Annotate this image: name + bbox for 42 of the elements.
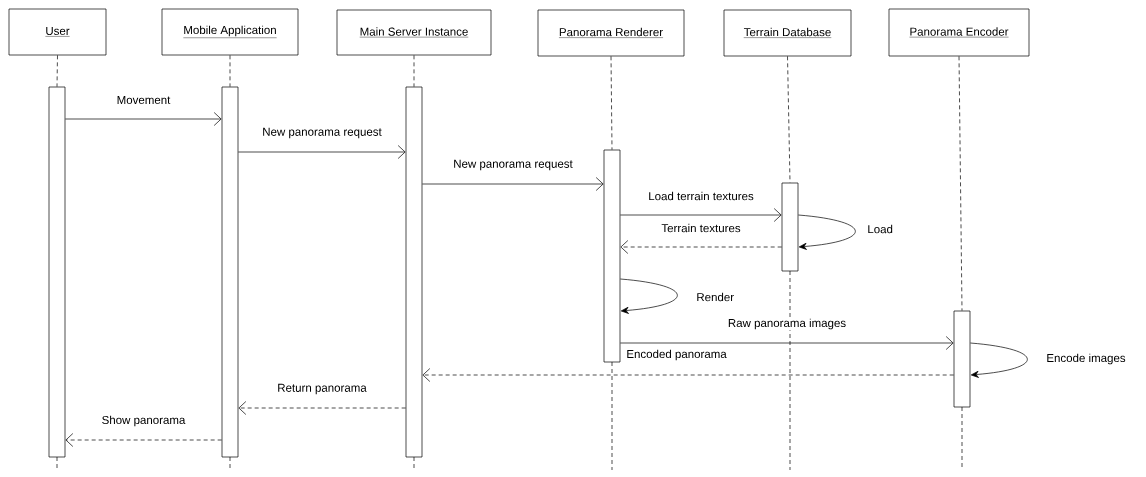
activation-bar <box>221 86 239 458</box>
message-arrow <box>620 208 782 222</box>
lifeline <box>413 55 415 87</box>
participant-box: Panorama Renderer <box>537 9 685 57</box>
self-message-arrow <box>620 278 678 314</box>
message-label: Encoded panorama <box>625 348 728 362</box>
message-label: Return panorama <box>276 382 368 396</box>
message-label: Terrain textures <box>660 222 742 234</box>
message-arrow <box>238 145 406 159</box>
lifeline <box>958 56 963 311</box>
message-label: Raw panorama images <box>726 317 848 331</box>
lifeline <box>610 56 613 150</box>
activation-bar <box>405 86 423 458</box>
message-label: New panorama request <box>452 158 574 172</box>
activation-bar <box>603 149 621 363</box>
message-label: Encode images <box>1045 352 1127 366</box>
message-label: Load terrain textures <box>647 190 755 202</box>
participant-box: User <box>8 8 107 56</box>
participant-box: Main Server Instance <box>336 9 492 56</box>
message-arrow <box>620 336 954 350</box>
message-label: New panorama request <box>261 126 383 140</box>
return-arrow <box>65 433 222 447</box>
message-label: Render <box>695 291 736 303</box>
participant-box: Mobile Application <box>161 8 299 56</box>
self-message-arrow <box>798 214 856 250</box>
lifeline <box>787 56 791 183</box>
participant-box: Terrain Database <box>723 9 852 57</box>
message-arrow <box>422 177 604 191</box>
return-arrow <box>238 401 406 415</box>
return-arrow <box>422 368 954 382</box>
self-message-arrow <box>970 342 1028 378</box>
message-arrow <box>65 112 222 126</box>
message-label: Load <box>866 223 894 235</box>
message-label: Movement <box>115 95 172 105</box>
lifeline <box>56 55 58 87</box>
lifeline <box>229 55 231 87</box>
activation-bar <box>781 182 799 272</box>
message-label: Show panorama <box>100 414 187 428</box>
activation-bar <box>48 86 66 458</box>
activation-bar <box>953 310 971 408</box>
participant-box: Panorama Encoder <box>888 8 1030 57</box>
return-arrow <box>620 240 782 254</box>
